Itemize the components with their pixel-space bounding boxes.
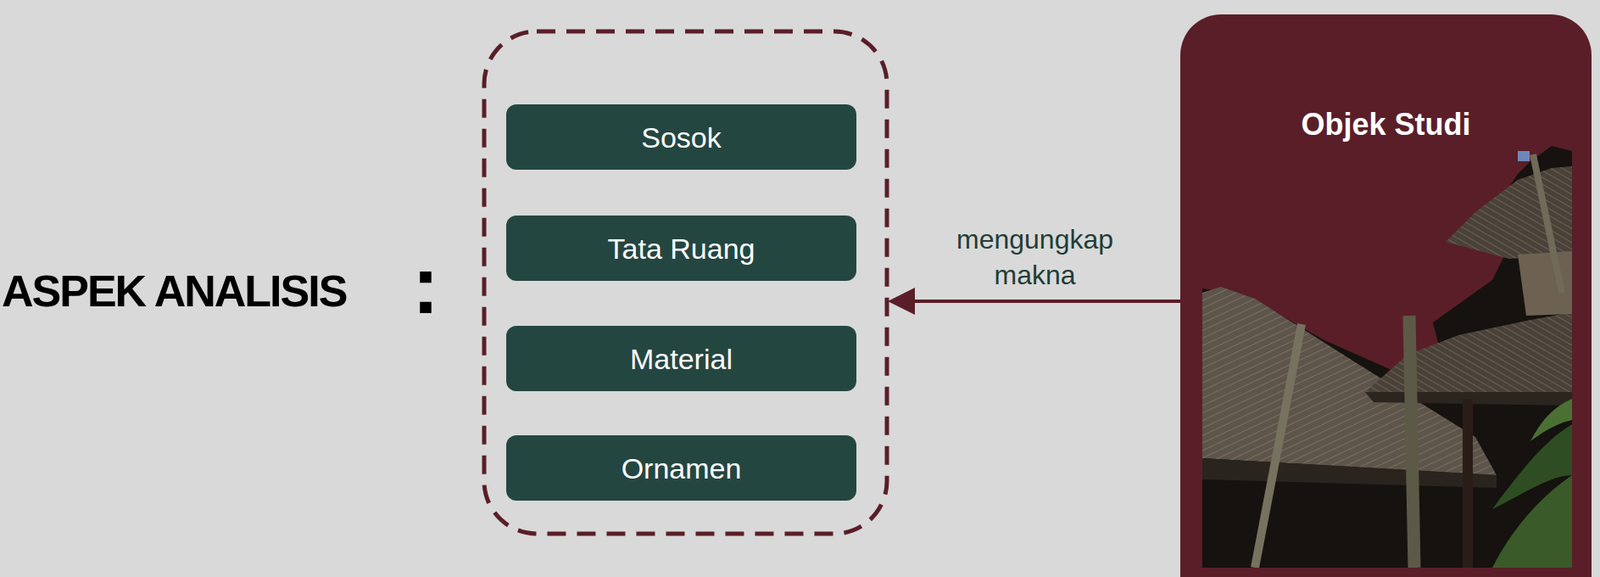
aspect-box: Tata Ruang	[506, 215, 857, 281]
study-object-panel: Objek Studi	[1180, 14, 1592, 577]
edge-label: mengungkap makna	[937, 221, 1133, 293]
arrow-connector	[891, 299, 1181, 303]
panel-heading: Objek Studi	[1180, 105, 1592, 144]
group-frame: SosokTata RuangMaterialOrnamen	[481, 28, 890, 536]
diagram-title: ASPEK ANALISIS	[1, 262, 346, 319]
aspect-box: Ornamen	[506, 434, 857, 501]
box-label: Sosok	[641, 120, 722, 155]
aspect-box: Material	[506, 325, 857, 391]
box-label: Tata Ruang	[607, 231, 756, 266]
colon-mark: :	[412, 242, 440, 328]
box-label: Ornamen	[621, 451, 742, 486]
aspect-box: Sosok	[506, 104, 857, 170]
box-label: Material	[629, 341, 733, 376]
building-photo	[1202, 145, 1573, 568]
